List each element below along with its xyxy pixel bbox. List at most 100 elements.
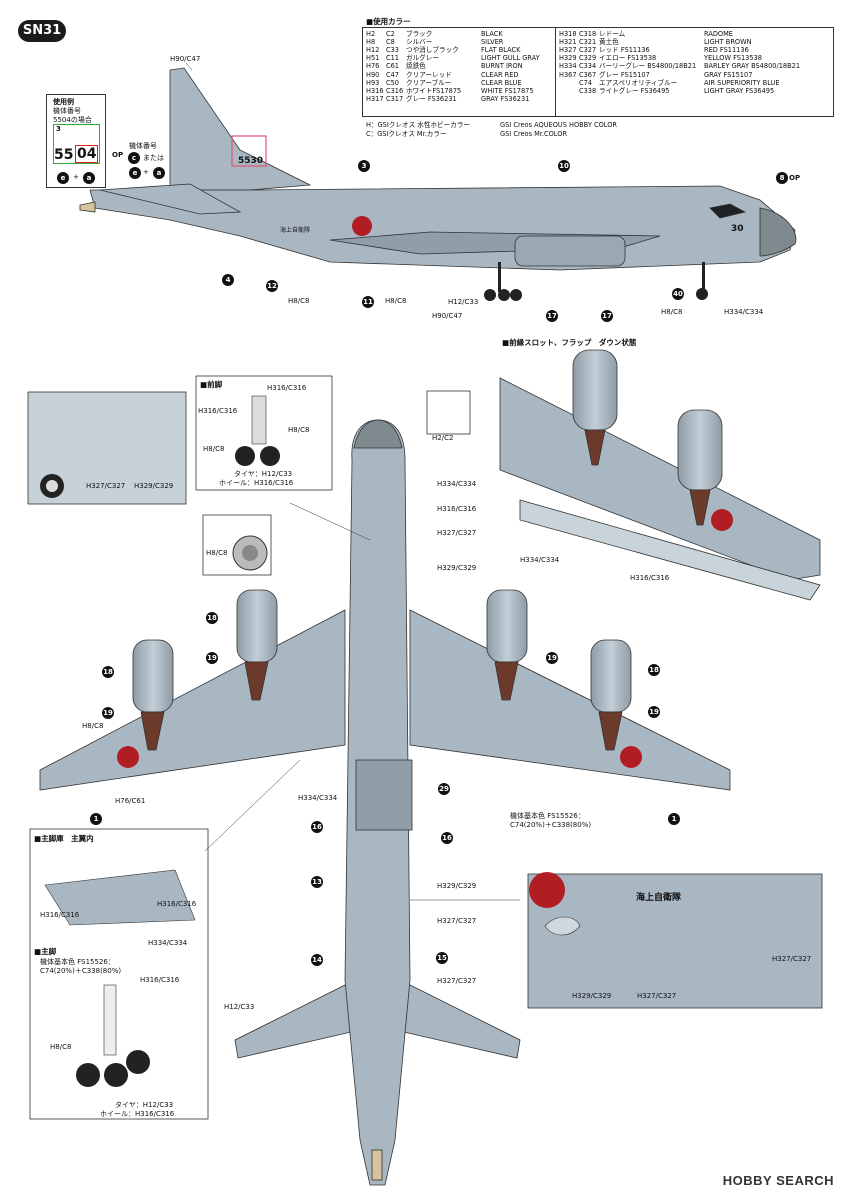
callout-number: 1 [90, 813, 102, 825]
callout-e: e [57, 172, 69, 184]
detail-h327-b: H327/C327 [637, 992, 677, 1000]
fuselage-detail-box [527, 873, 823, 1009]
legend-cell: H327 [559, 46, 577, 55]
callout-e-2: e [129, 167, 141, 179]
legend-cell: C316 [386, 86, 404, 95]
right-wing-hinomaru [620, 746, 642, 768]
main-gear-wheel: ホイール：H316/C316 [100, 1110, 175, 1118]
legend-cell: C11 [386, 54, 399, 63]
flap-label-h334: H334/C334 [520, 556, 560, 564]
callout-number: 40 [672, 288, 684, 300]
legend-cell: FLAT BLACK [481, 46, 521, 55]
top-view-aircraft [39, 419, 731, 1186]
legend-cell: シルバー [406, 38, 433, 47]
main-gear-body1: 機体基本色 FS15526： [40, 958, 115, 966]
main-gear-title: ■主脚 [34, 947, 57, 956]
side-landing-gear [484, 262, 708, 301]
legend-cell: BURNT IRON [481, 62, 523, 71]
legend-cell: H12 [366, 46, 380, 55]
legend-cell: C47 [386, 70, 399, 79]
side-label-h8-c: H8/C8 [661, 308, 683, 316]
side-label-h8-a: H8/C8 [288, 297, 310, 305]
legend-cell: C61 [386, 62, 399, 71]
legend-cell: レドーム [599, 30, 626, 38]
callout-number: 19 [648, 706, 660, 718]
legend-cell: バーリーグレー BS4800/18B21 [599, 62, 697, 71]
legend-cell: AIR SUPERIORITY BLUE [704, 78, 780, 87]
side-label-h334: H334/C334 [724, 308, 764, 316]
label-h90-top: H90/C47 [170, 55, 201, 63]
main-gear-h316: H316/C316 [140, 976, 180, 984]
callout-number: 12 [266, 280, 278, 292]
legend-cell: C367 [579, 70, 597, 79]
left-wing-hinomaru [117, 746, 139, 768]
legend-cell: クリアーブルー [406, 78, 452, 87]
watermark: HOBBY SEARCH [722, 1173, 834, 1188]
main-bay-title: ■主脚庫 主翼内 [34, 834, 94, 843]
op-marker-right: OP [789, 174, 801, 182]
example-number-a: 55 [54, 147, 74, 163]
side-label-h90: H90/C47 [432, 312, 463, 320]
callout-number: 3 [358, 160, 370, 172]
legend-cell: C317 [386, 94, 404, 103]
legend-cell: C321 [579, 38, 597, 47]
nose-gear-tire: タイヤ：H12/C33 [234, 470, 293, 478]
detail-h327-a: H327/C327 [772, 955, 812, 963]
nose-gear-wheel: ホイール：H316/C316 [219, 479, 294, 487]
antenna-small-box [426, 390, 471, 435]
legend-cell: C2 [386, 30, 395, 38]
top-label-h329: H329/C329 [437, 564, 477, 572]
callout-number: 1 [668, 813, 680, 825]
flap-label-h316: H316/C316 [630, 574, 670, 582]
callout-number: 14 [311, 954, 323, 966]
flap-detail-wing [499, 349, 821, 601]
legend-cell: GRAY FS36231 [481, 94, 530, 103]
tail-number: 5530 [238, 156, 264, 166]
callout-number: 19 [206, 652, 218, 664]
top-label-h334-bay: H334/C334 [298, 794, 338, 802]
legend-cell: C329 [579, 54, 597, 63]
callout-number: 16 [311, 821, 323, 833]
callout-number: 17 [546, 310, 558, 322]
main-bay-h316-b: H316/C316 [40, 911, 80, 919]
flaps-section-title: ■前縁スロット、フラップ ダウン状態 [502, 338, 637, 347]
legend-cell: グレー FS15107 [599, 70, 650, 79]
nose-gear-title: ■前脚 [200, 380, 223, 389]
top-label-h334: H334/C334 [437, 480, 477, 488]
nose-gear-h8-a: H8/C8 [288, 426, 310, 434]
nose-gear-h316-b: H316/C316 [198, 407, 238, 415]
legend-cell: ライトグレー FS36495 [599, 86, 670, 95]
legend-cell: LIGHT GULL GRAY [481, 54, 540, 63]
legend-cell: C327 [579, 46, 597, 55]
legend-cell: LIGHT BROWN [704, 38, 752, 47]
top-label-h327-c: H327/C327 [437, 977, 477, 985]
detail-h329: H329/C329 [572, 992, 612, 1000]
antenna-h327: H327/C327 [86, 482, 126, 490]
body-color-line2: C74(20%)＋C338(80%) [510, 821, 592, 829]
legend-cell: ブラック [406, 30, 433, 38]
callout-number: 16 [441, 832, 453, 844]
legend-cell: C8 [386, 38, 395, 47]
legend-cell: エアスペリオリティブルー [599, 78, 678, 87]
leader-lines [185, 62, 520, 901]
legend-row: C74 エアスペリオリティブルー AIR SUPERIORITY BLUE [559, 79, 831, 87]
legend-cell: H367 [559, 70, 577, 79]
legend-cell: H51 [366, 54, 380, 63]
legend-cell: C338 [579, 86, 597, 95]
callout-number: 13 [311, 876, 323, 888]
legend-cell: H93 [366, 78, 380, 87]
legend-cell: 黄土色 [599, 38, 619, 47]
legend-cell: BLACK [481, 30, 503, 38]
legend-cell: 焼鉄色 [406, 62, 426, 71]
legend-cell: H8 [366, 38, 376, 47]
legend-cell: H317 [366, 94, 384, 103]
legend-cell: C50 [386, 78, 399, 87]
legend-cell: SILVER [481, 38, 504, 47]
legend-cell: C74 [579, 78, 592, 87]
